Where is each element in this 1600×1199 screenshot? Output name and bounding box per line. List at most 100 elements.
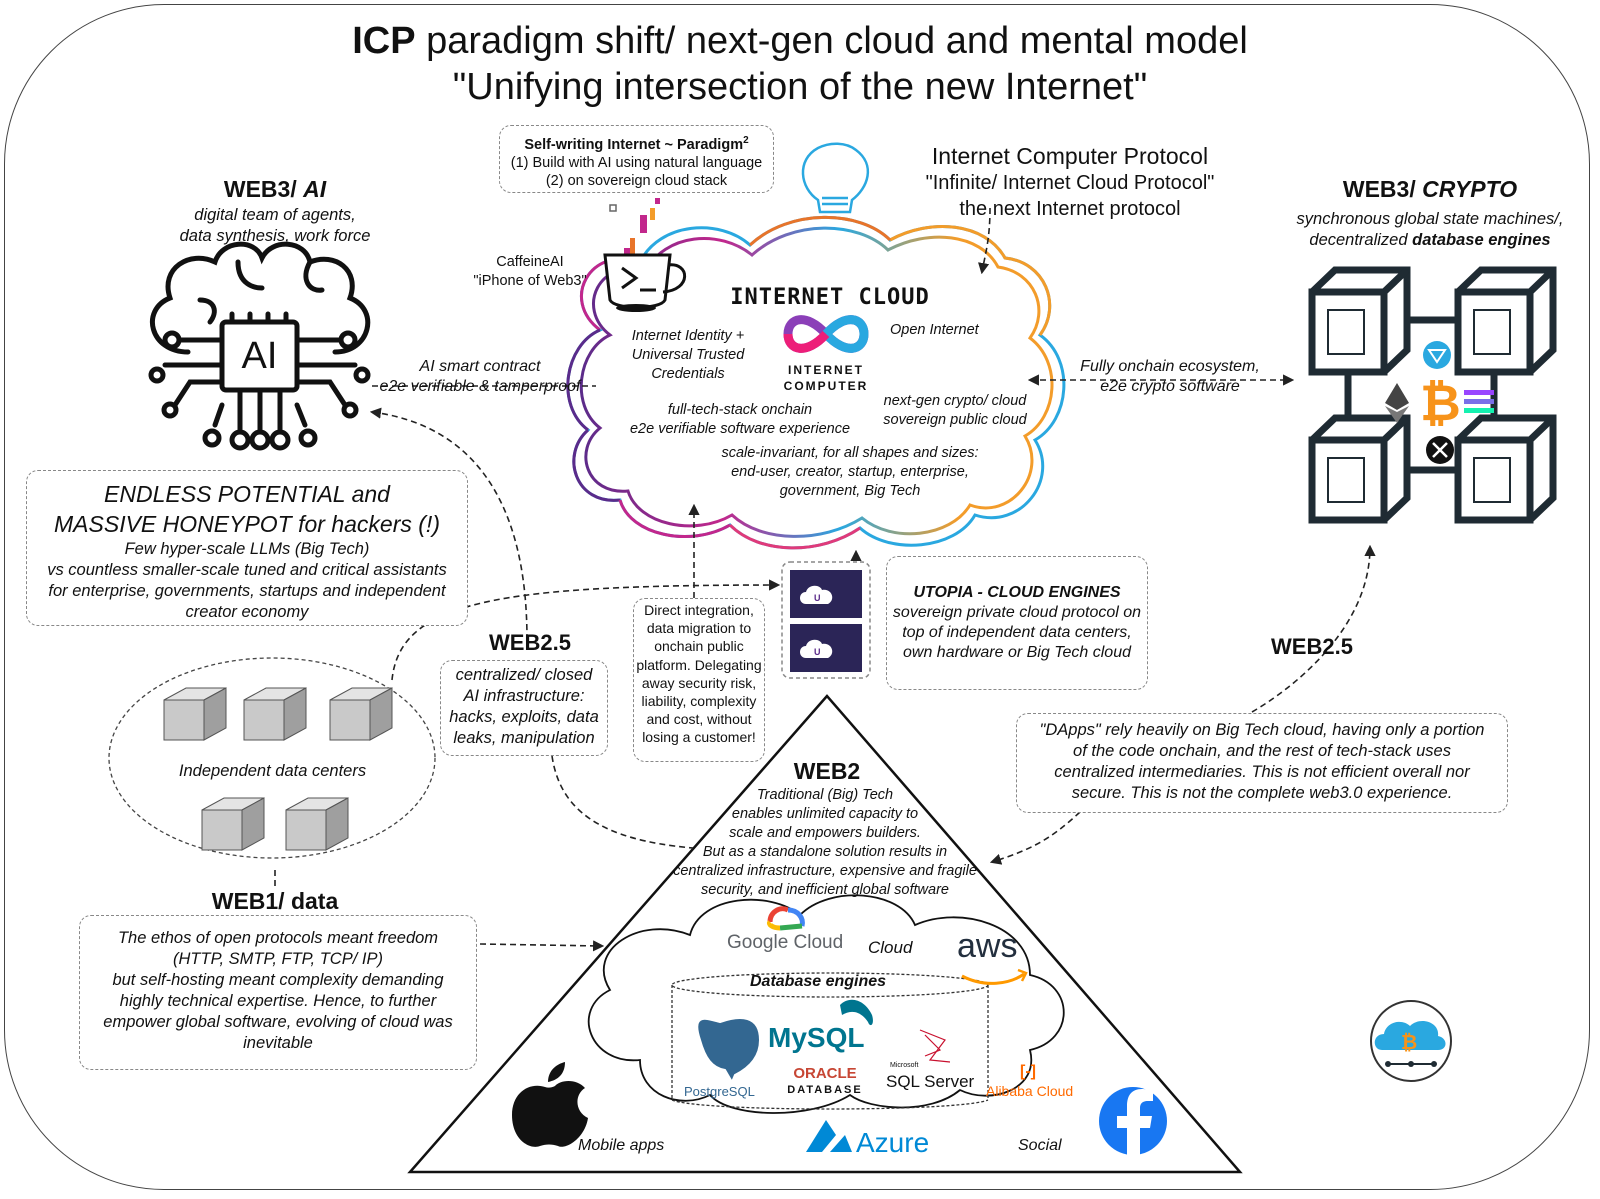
web2-line1: Traditional (Big) Tech bbox=[756, 787, 894, 803]
web25-left-box: centralized/ closed AI infrastructure: h… bbox=[440, 660, 608, 756]
icp-heading: Internet Computer Protocol bbox=[931, 143, 1209, 169]
web2-cloud-shape bbox=[587, 894, 1065, 1114]
self-writing-heading: Self-writing Internet ~ Paradigm bbox=[524, 136, 744, 153]
web3-crypto-heading-plain: WEB3/ bbox=[1342, 176, 1423, 202]
utopia-line2: top of independent data centers, bbox=[902, 624, 1132, 641]
web3-ai-heading: WEB3/ AI bbox=[140, 176, 410, 203]
ai-contract-line1: AI smart contract bbox=[419, 358, 541, 375]
document-lock-icons bbox=[1327, 309, 1511, 503]
internet-cloud-title: INTERNET CLOUD bbox=[730, 285, 930, 310]
web2-line5: centralized infrastructure, expensive an… bbox=[673, 863, 977, 879]
page-title: ICP paradigm shift/ next-gen cloud and m… bbox=[0, 18, 1600, 110]
web3-ai-sub: digital team of agents, data synthesis, … bbox=[120, 205, 430, 247]
azure-label: Azure bbox=[856, 1127, 930, 1158]
web25-left-line3: hacks, exploits, data bbox=[449, 708, 599, 726]
web3-ai-heading-plain: WEB3/ bbox=[223, 176, 304, 202]
icp-sub2: the next Internet protocol bbox=[959, 198, 1181, 220]
svg-text:₿: ₿ bbox=[1401, 1032, 1417, 1054]
web2-heading: WEB2 bbox=[793, 758, 861, 784]
brain-ai-icon bbox=[148, 241, 371, 451]
web25-right-line4: secure. This is not the complete web3.0 … bbox=[1071, 784, 1453, 802]
web1-line6: inevitable bbox=[243, 1034, 313, 1052]
identity-text: Internet Identity + Universal Trusted Cr… bbox=[631, 328, 745, 382]
web3-crypto-heading: WEB3/ CRYPTO bbox=[1280, 176, 1580, 203]
apple-icon bbox=[512, 1062, 588, 1147]
honeypot-line2: MASSIVE HONEYPOT for hackers (!) bbox=[54, 511, 440, 537]
social-label: Social bbox=[1018, 1137, 1062, 1154]
utopia-heading-a: UTOPIA bbox=[913, 584, 973, 601]
alibaba-label: Alibaba Cloud bbox=[986, 1083, 1074, 1099]
datacenters-label: Independent data centers bbox=[178, 762, 367, 780]
honeypot-line3: Few hyper-scale LLMs (Big Tech) bbox=[124, 540, 370, 558]
azure-logo-icon bbox=[806, 1120, 852, 1152]
caffeine-line1: CaffeineAI bbox=[496, 254, 564, 270]
open-internet-text: Open Internet bbox=[890, 322, 979, 338]
caffeine-line2: "iPhone of Web3" bbox=[473, 273, 587, 289]
ton-icon bbox=[1423, 341, 1451, 369]
web3-crypto-heading-it: CRYPTO bbox=[1422, 176, 1518, 202]
web3-crypto-sub: synchronous global state machines/, dece… bbox=[1270, 209, 1590, 251]
web25-right-line3: centralized intermediaries. This is not … bbox=[1054, 763, 1470, 781]
web3-crypto-sub2-plain: decentralized bbox=[1309, 231, 1413, 249]
cloud-label: Cloud bbox=[868, 938, 913, 957]
datacenters-ellipse bbox=[108, 657, 436, 859]
server-icon bbox=[163, 687, 393, 851]
web25-left-line1: centralized/ closed bbox=[455, 666, 593, 684]
web25-left-line4: leaks, manipulation bbox=[453, 729, 595, 747]
utopia-heading-b: - CLOUD ENGINES bbox=[973, 584, 1121, 601]
web3-crypto-sub2-bold: database engines bbox=[1412, 231, 1551, 249]
web2-line3: scale and empowers builders. bbox=[729, 825, 921, 841]
svg-text:U: U bbox=[814, 647, 821, 657]
fullstack-line2: e2e verifiable software experience bbox=[629, 421, 851, 437]
icp-sub1: "Infinite/ Internet Cloud Protocol" bbox=[925, 172, 1215, 194]
web2-line4: But as a standalone solution results in bbox=[702, 844, 948, 860]
web3-ai-heading-it: AI bbox=[303, 176, 327, 202]
utopia-line3: own hardware or Big Tech cloud bbox=[903, 644, 1131, 661]
utopia-line1: sovereign private cloud protocol on bbox=[892, 604, 1142, 621]
nextgen-line1: next-gen crypto/ cloud bbox=[883, 393, 1027, 409]
honeypot-line6: creator economy bbox=[185, 603, 309, 621]
svg-text:U: U bbox=[814, 593, 821, 603]
database-engines-label: Database engines bbox=[750, 973, 887, 990]
honeypot-line4: vs countless smaller-scale tuned and cri… bbox=[47, 561, 447, 579]
nextgen-text: next-gen crypto/ cloud sovereign public … bbox=[870, 392, 1040, 430]
onchain-eco-line1: Fully onchain ecosystem, bbox=[1080, 358, 1260, 375]
coffee-cup-icon bbox=[603, 198, 687, 312]
web25-right-heading: WEB2.5 bbox=[1271, 634, 1353, 659]
postgresql-elephant-icon bbox=[696, 1017, 762, 1085]
web3-crypto-sub1: synchronous global state machines/, bbox=[1296, 210, 1564, 228]
web2-pyramid bbox=[407, 694, 1243, 1174]
ai-chip-label: AI bbox=[241, 335, 278, 377]
onchain-eco-line2: e2e crypto software bbox=[1100, 378, 1240, 395]
self-writing-sup: 2 bbox=[743, 135, 749, 146]
alibaba-icon: [-] bbox=[1020, 1063, 1036, 1080]
sql-server-label: SQL Server bbox=[886, 1072, 975, 1091]
scale-text: scale-invariant, for all shapes and size… bbox=[700, 444, 1000, 501]
mysql-dolphin-icon bbox=[840, 999, 873, 1026]
web1-line2: (HTTP, SMTP, FTP, TCP/ IP) bbox=[173, 950, 383, 968]
aws-smile-icon bbox=[961, 972, 1025, 985]
caffeine-label: CaffeineAI "iPhone of Web3" bbox=[455, 253, 605, 291]
lightbulb-icon bbox=[801, 142, 870, 214]
facebook-icon bbox=[1099, 1087, 1167, 1155]
google-cloud-logo-icon bbox=[767, 906, 805, 931]
utopia-box: UTOPIA - CLOUD ENGINES sovereign private… bbox=[886, 556, 1148, 690]
blockchain-cubes-icon bbox=[1308, 266, 1557, 524]
scale-line3: government, Big Tech bbox=[779, 483, 921, 499]
web1-heading: WEB1/ data bbox=[211, 888, 339, 914]
web2-text: Traditional (Big) Tech enables unlimited… bbox=[640, 786, 1010, 900]
ai-smart-contract-text: AI smart contract e2e verifiable & tampe… bbox=[365, 357, 595, 397]
database-cylinder bbox=[671, 972, 989, 1110]
web3-ai-sub2: data synthesis, work force bbox=[179, 227, 371, 245]
title-line1: paradigm shift/ next-gen cloud and menta… bbox=[415, 20, 1248, 62]
icp-logo-line2: COMPUTER bbox=[783, 379, 869, 393]
scale-line2: end-user, creator, startup, enterprise, bbox=[731, 464, 969, 480]
self-writing-line2: (2) on sovereign cloud stack bbox=[545, 172, 728, 189]
google-cloud-label: Google Cloud bbox=[727, 932, 844, 953]
oracle-line2: DATABASE bbox=[787, 1084, 863, 1096]
self-writing-line1: (1) Build with AI using natural language bbox=[510, 154, 763, 171]
title-line2: "Unifying intersection of the new Intern… bbox=[452, 66, 1148, 108]
self-writing-box: Self-writing Internet ~ Paradigm2 (1) Bu… bbox=[499, 125, 774, 193]
web25-right-line1: "DApps" rely heavily on Big Tech cloud, … bbox=[1039, 721, 1485, 739]
